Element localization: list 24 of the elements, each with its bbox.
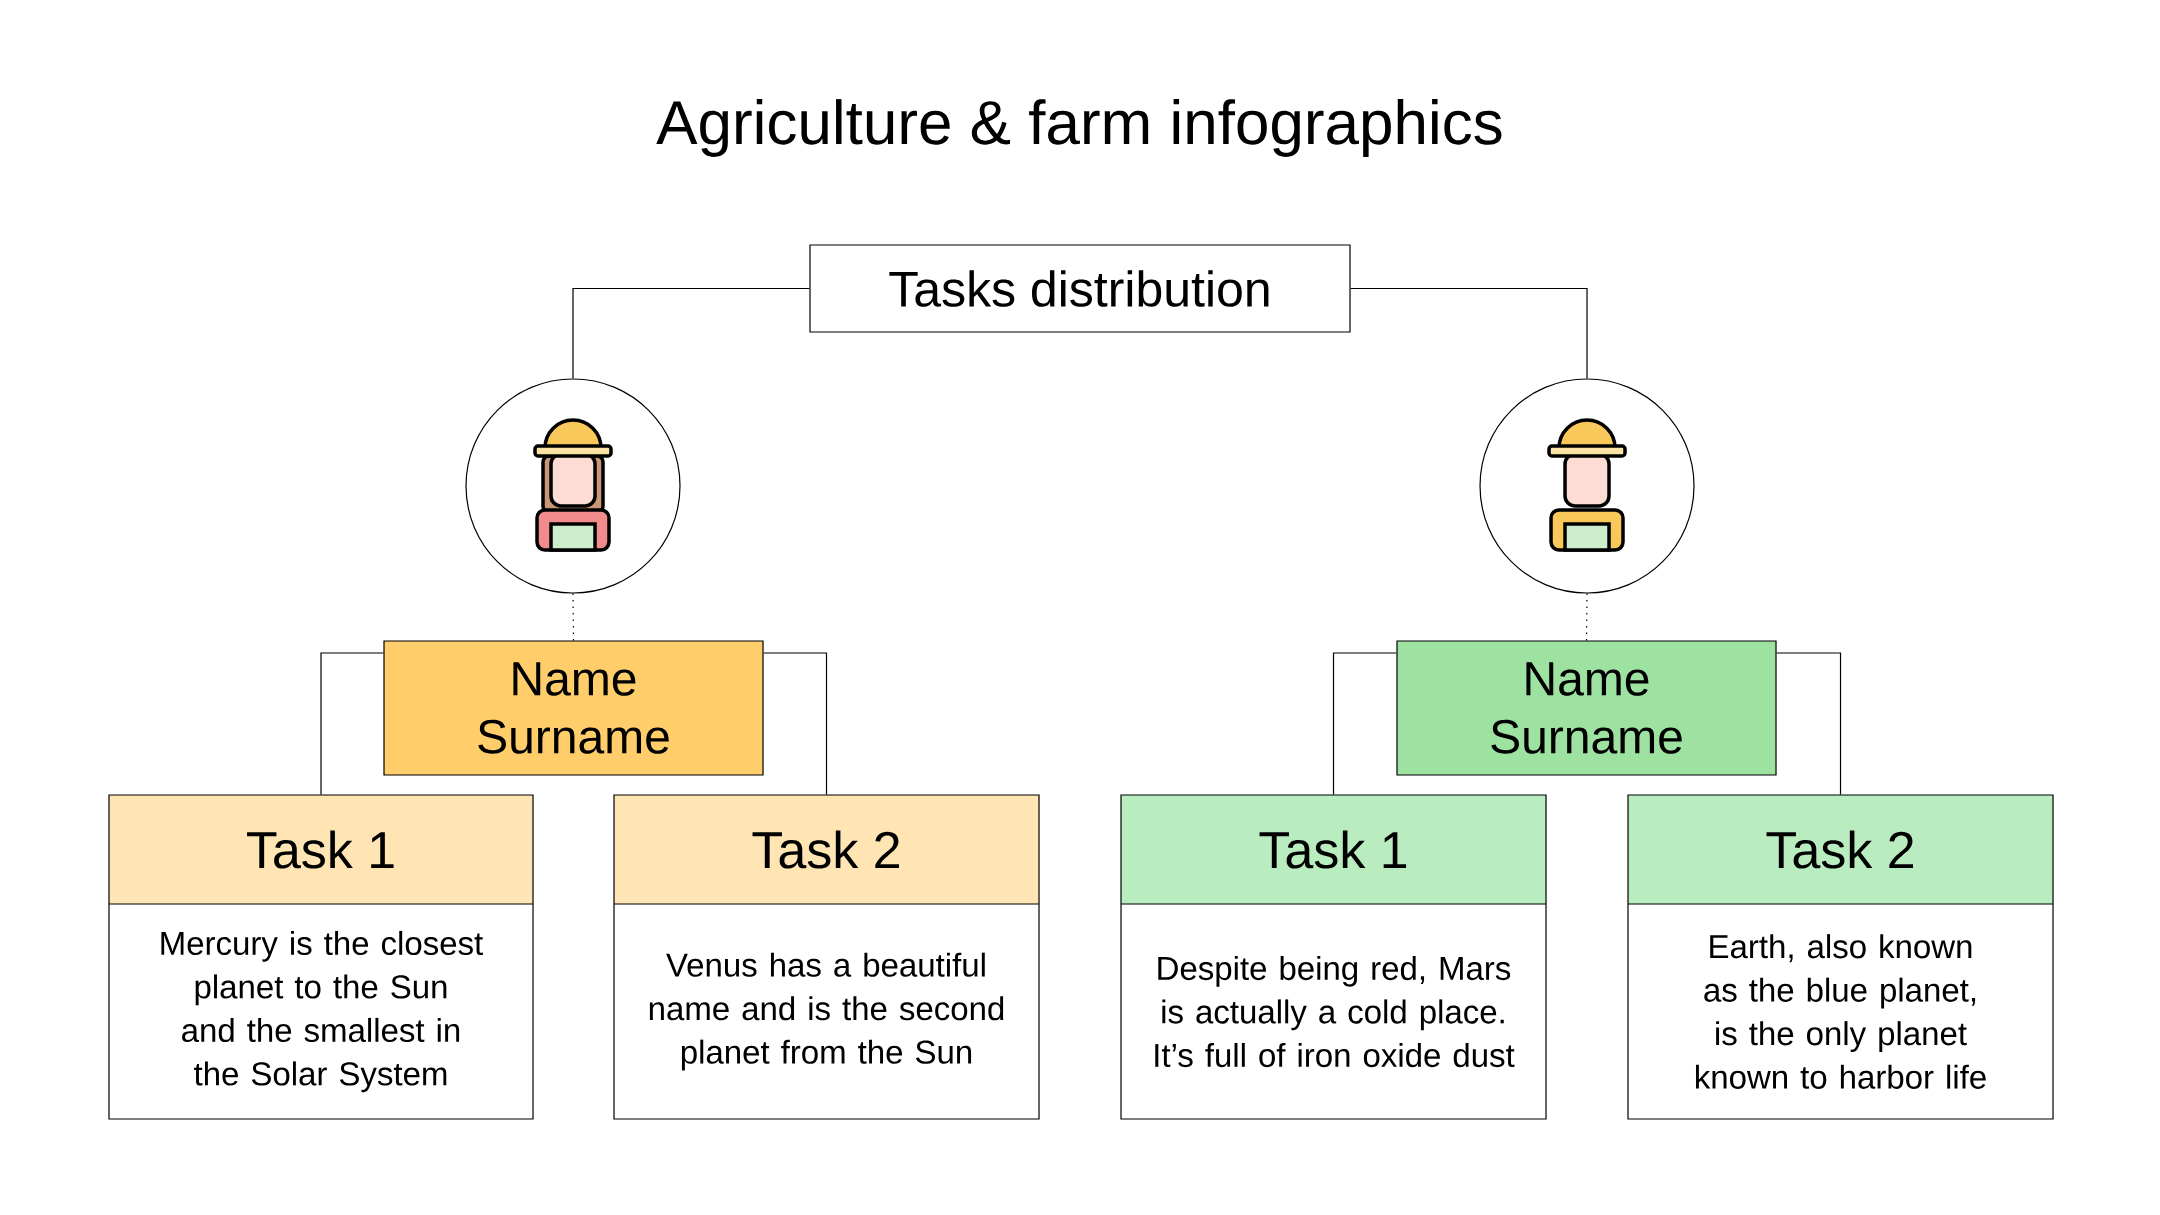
title-box: Tasks distribution	[809, 244, 1351, 333]
dotted-connector	[1585, 593, 1588, 641]
card-text: Mercury is the closest planet to the Sun and the smallest in the Solar System	[161, 930, 483, 1093]
name-box: Name Surname	[1396, 640, 1777, 776]
connector	[1776, 652, 1842, 795]
connector	[572, 287, 810, 379]
card-text: Earth, also known as the blue planet, is the only planet known to harbor life	[1696, 934, 1986, 1089]
name-box: Name Surname	[383, 640, 764, 776]
connector	[1332, 652, 1397, 795]
card-text: Despite being red, Mars is actually a cold place. It’s full of iron oxide dust	[1155, 955, 1515, 1068]
connector	[763, 652, 828, 795]
card-heading: Task 2	[752, 830, 899, 869]
title: Agriculture & farm infographics	[656, 99, 1502, 157]
card-heading: Task 1	[1259, 830, 1407, 869]
card-heading: Task 2	[1766, 830, 1913, 869]
card-heading: Task 1	[247, 830, 394, 869]
task-card	[108, 794, 534, 1120]
connector	[320, 652, 384, 795]
task-card	[1120, 794, 1547, 1120]
task-card	[613, 794, 1040, 1120]
task-card	[1627, 794, 2054, 1120]
card-text: Venus has a beautiful name and is the second planet from the Sun	[649, 952, 1004, 1071]
connector	[1350, 287, 1588, 379]
dotted-connector	[572, 593, 575, 641]
